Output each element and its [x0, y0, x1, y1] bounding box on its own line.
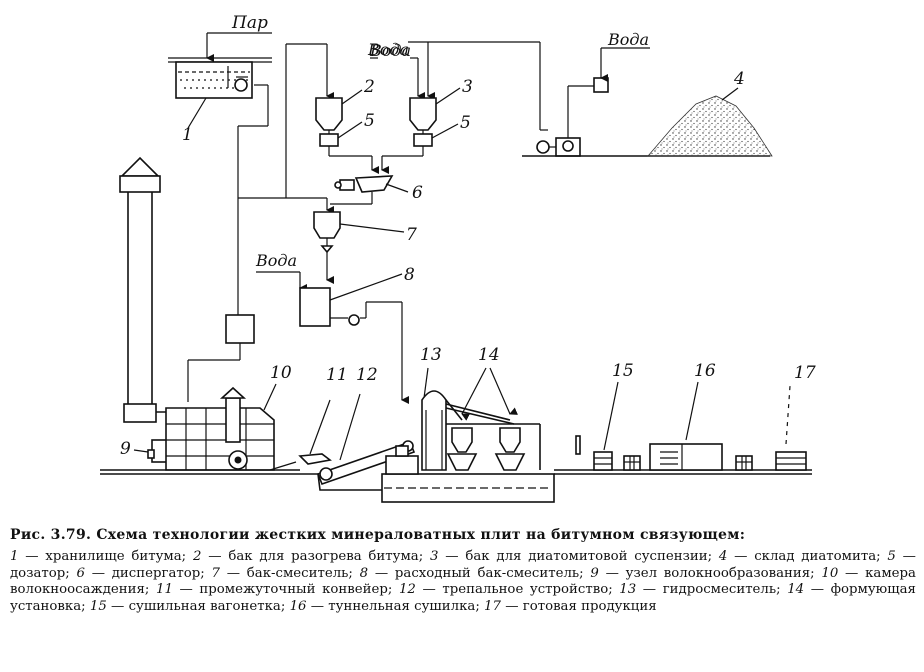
diatomite-suspension-tank: Вода 3 5: [369, 41, 541, 174]
label-8: 8: [404, 265, 415, 285]
legend-item: 17 — готовая продукция: [484, 598, 657, 614]
fiber-forming-unit: 9: [120, 439, 173, 463]
legend-text: промежуточный конвейер: [199, 582, 388, 597]
tunnel-dryer: 16: [649, 361, 753, 471]
legend-item: 6 — диспергатор: [76, 565, 201, 581]
water-label-3: Вода: [369, 41, 411, 60]
legend-item: 14 — формующая установка: [10, 582, 916, 614]
legend-item: 15 — сушильная вагонетка: [89, 598, 281, 614]
legend-number: 11: [155, 582, 173, 597]
label-6: 6: [412, 183, 423, 203]
supply-mixing-tank: Вода 8: [255, 251, 415, 404]
label-7: 7: [406, 225, 417, 245]
legend-item: 13 — гидросмеситель: [619, 582, 777, 597]
label-13: 13: [420, 345, 442, 365]
legend-text: камера волокноосаждения: [10, 565, 916, 598]
label-15: 15: [612, 361, 634, 381]
label-11: 11: [326, 365, 348, 385]
legend-number: 16: [289, 598, 307, 614]
label-5a: 5: [364, 111, 375, 131]
legend-text: туннельная сушилка: [328, 598, 476, 614]
label-3: 3: [462, 77, 473, 97]
label-1: 1: [182, 125, 193, 145]
legend-item: 4 — склад диатомита: [718, 549, 877, 564]
bitumen-pipes: [187, 43, 334, 402]
mixing-tank: 7: [313, 211, 417, 284]
figure-caption: Рис. 3.79. Схема технологии жестких мине…: [10, 527, 916, 615]
bitumen-storage: 1: [175, 61, 253, 145]
legend-text: бак для диатомитовой суспензии: [465, 549, 708, 564]
water-label-8: Вода: [255, 251, 297, 270]
legend-number: 2: [192, 549, 202, 564]
legend-item: 9 — узел волокнообразования: [590, 565, 811, 581]
finished-product: 17: [775, 363, 816, 471]
caption-title: Рис. 3.79. Схема технологии жестких мине…: [10, 527, 746, 543]
bitumen-heating-tank: 2 5: [315, 77, 379, 174]
legend-text: формующая установка: [10, 582, 916, 614]
label-16: 16: [694, 361, 716, 381]
legend-number: 14: [787, 582, 805, 597]
label-12: 12: [356, 365, 378, 385]
legend-number: 5: [887, 549, 896, 564]
legend-text: диспергатор: [111, 565, 201, 581]
diatomite-warehouse: Вода 4: [522, 30, 773, 157]
legend-item: 10 — камера волокноосаждения: [10, 565, 916, 598]
legend-number: 9: [590, 565, 599, 581]
water-label-2: Вода: [367, 40, 409, 59]
legend-item: 2 — бак для разогрева битума: [192, 549, 419, 564]
legend-text: дозатор: [10, 565, 66, 581]
legend-item: 8 — расходный бак-смеситель: [359, 565, 580, 581]
legend-number: 1: [10, 549, 19, 564]
disperser: 6: [330, 175, 423, 205]
drying-trolleys: 15: [575, 361, 641, 471]
legend-number: 4: [718, 549, 728, 564]
intermediate-conveyor: 11: [298, 365, 348, 465]
legend-number: 6: [76, 565, 85, 581]
water-line-2: Вода: [367, 40, 409, 59]
legend-number: 15: [89, 598, 107, 614]
legend-text: бак-смеситель: [246, 565, 349, 581]
label-4: 4: [733, 69, 745, 89]
legend-item: 7 — бак-смеситель: [211, 565, 349, 581]
label-2: 2: [363, 77, 375, 97]
steam-label: Пар: [231, 13, 268, 33]
legend-number: 13: [619, 582, 637, 597]
label-17: 17: [794, 363, 816, 383]
water-label-4: Вода: [607, 30, 649, 49]
legend-text: сушильная вагонетка: [128, 598, 281, 614]
steam-line: Пар: [168, 13, 272, 63]
legend-text: хранилище битума: [45, 549, 182, 564]
legend-number: 12: [398, 582, 416, 597]
forming-installation: 14: [445, 345, 541, 471]
legend-text: узел волокнообразования: [625, 565, 811, 581]
legend-text: гидросмеситель: [662, 582, 777, 597]
legend-number: 17: [484, 598, 501, 614]
legend-item: 5 — дозатор: [10, 549, 916, 581]
legend-item: 11 — промежуточный конвейер: [155, 582, 388, 597]
legend-item: 12 — трепальное устройство: [398, 582, 609, 597]
label-5b: 5: [460, 113, 471, 133]
label-10: 10: [270, 363, 292, 383]
label-14: 14: [478, 345, 500, 365]
legend-number: 7: [211, 565, 220, 581]
legend-item: 16 — туннельная сушилка: [289, 598, 476, 614]
legend-number: 8: [359, 565, 369, 581]
legend-text: склад диатомита: [754, 549, 877, 564]
legend-text: расходный бак-смеситель: [394, 565, 580, 581]
process-diagram: Пар 1 2 5: [100, 13, 816, 503]
legend-number: 10: [821, 565, 839, 581]
legend-text: готовая продукция: [522, 598, 657, 614]
legend-text: бак для разогрева битума: [228, 549, 419, 564]
caption-legend: 1 — хранилище битума; 2 — бак для разогр…: [10, 549, 916, 614]
legend-number: 3: [430, 549, 439, 564]
legend-item: 1 — хранилище битума: [10, 549, 182, 564]
legend-item: 3 — бак для диатомитовой суспензии: [430, 549, 708, 564]
legend-text: трепальное устройство: [442, 582, 609, 597]
fiber-settling-chamber: 10: [165, 363, 297, 471]
hydro-mixer: 13: [381, 345, 555, 503]
label-9: 9: [120, 439, 131, 459]
exhaust-stack: [119, 156, 176, 423]
